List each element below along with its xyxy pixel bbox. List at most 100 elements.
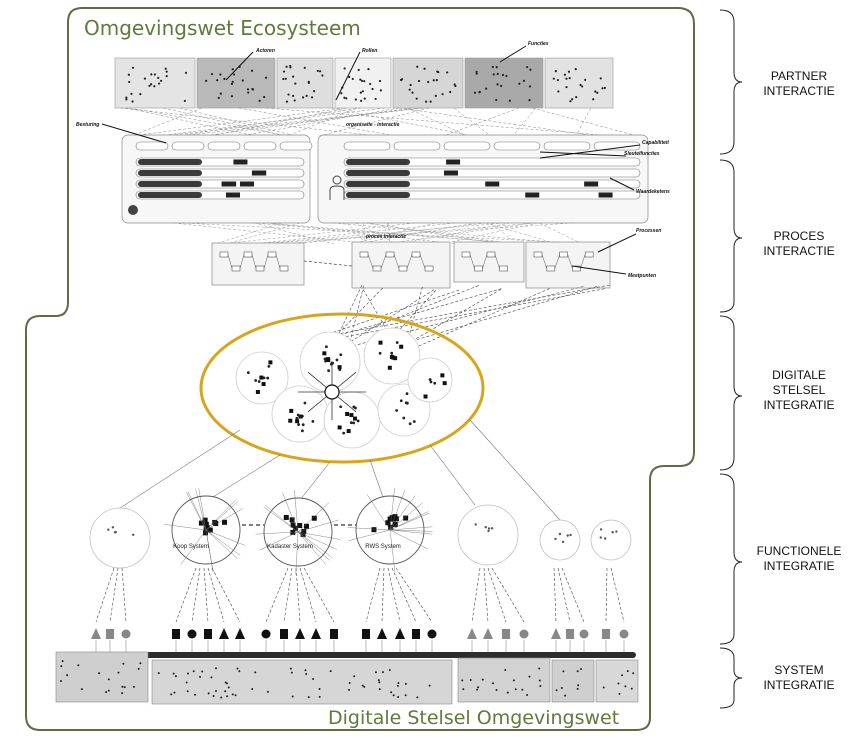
functional-link: [283, 567, 293, 623]
process-step: [372, 265, 382, 272]
system-panels: [55, 651, 639, 705]
functional-link: [121, 567, 127, 623]
panel-dot: [199, 675, 202, 678]
band-line: INTEGRATIE: [763, 398, 835, 412]
actor-dot: [603, 86, 606, 90]
system-icon: [204, 629, 212, 639]
stelsel-node: [346, 429, 351, 434]
panel-dot: [291, 695, 294, 698]
actor-dot: [359, 78, 362, 81]
actor-dot: [219, 92, 222, 95]
actor-dot: [367, 68, 370, 71]
actor-dot: [345, 97, 348, 100]
actor-dot: [357, 68, 360, 72]
panel-dot: [307, 696, 310, 699]
actor-dot: [505, 74, 508, 78]
panel-dot: [172, 672, 175, 675]
stelsel-node: [246, 371, 250, 375]
functional-ray: [205, 501, 238, 531]
stelsel-node: [262, 376, 266, 380]
stelsel-link: [330, 288, 502, 338]
partner-links: [120, 107, 638, 137]
functional-node: [558, 532, 562, 536]
system-icon: [566, 629, 574, 639]
functional-link: [303, 567, 335, 623]
partner-link: [162, 107, 422, 137]
actor-dot: [500, 84, 503, 88]
functional-ray: [255, 531, 299, 535]
functional-node: [385, 520, 391, 526]
functional-ray: [297, 531, 333, 558]
panel-dot: [318, 687, 321, 690]
stelsel-node: [255, 389, 260, 394]
stelsel-link: [328, 289, 460, 335]
actor-dot: [164, 67, 167, 70]
panel-dot: [388, 669, 391, 672]
actor-dot: [205, 79, 208, 82]
panel-dot: [560, 687, 563, 690]
actor-dot: [217, 96, 220, 99]
system-icon: [121, 629, 131, 639]
panel-dot: [377, 679, 380, 682]
actor-dot: [165, 75, 168, 78]
capability-row-label: [138, 192, 202, 198]
stelsel-title: Digitale Stelsel Omgevingswet: [328, 707, 620, 729]
actor-dot: [251, 87, 254, 91]
actor-dot: [571, 98, 574, 101]
process-flow: [263, 254, 269, 269]
process-step: [499, 265, 508, 272]
panel-dot: [170, 693, 173, 696]
capability-panel-left: [121, 134, 313, 224]
capability-marker: [251, 170, 266, 176]
functional-link: [491, 567, 525, 623]
process-link: [265, 222, 524, 245]
label-organisatie-interactie: organisatie - interactie: [346, 122, 400, 128]
process-link: [173, 222, 373, 245]
panel-dot: [212, 695, 215, 698]
stelsel-node: [395, 409, 399, 412]
stelsel-nodes: [246, 340, 447, 435]
system-icon: [579, 629, 589, 639]
capability-pill: [343, 141, 391, 151]
process-step: [243, 251, 253, 258]
actor-dot: [437, 70, 440, 74]
actor-panel-2: [196, 57, 276, 109]
hub-icon: [324, 384, 340, 400]
functional-node: [198, 520, 204, 526]
panel-dot: [122, 662, 125, 665]
stelsel-node: [349, 421, 353, 425]
panel-dot: [98, 672, 101, 675]
stelsel-node: [402, 416, 406, 420]
stelsel-node: [330, 361, 334, 365]
band-digitale-stelsel-integratie: DIGITALE STELSEL INTEGRATIE: [740, 368, 858, 413]
stelsel-link: [379, 290, 437, 352]
panel-dot: [123, 686, 126, 689]
actor-dot: [351, 77, 354, 81]
panel-dot: [361, 684, 364, 687]
functional-link: [207, 567, 225, 623]
stelsel-node: [289, 408, 294, 413]
actor-dot: [159, 79, 163, 82]
stelsel-node: [345, 411, 350, 416]
actor-dot: [411, 91, 414, 94]
actor-dot: [292, 94, 295, 97]
process-flow: [227, 254, 233, 269]
process-flow: [554, 254, 560, 269]
panel-dot: [61, 660, 64, 663]
panel-dot: [186, 672, 189, 675]
process-link: [267, 222, 459, 245]
functional-node: [213, 521, 219, 527]
functional-link: [381, 567, 385, 623]
process-link: [365, 222, 502, 245]
actor-dot: [446, 71, 449, 74]
stelsel-node: [428, 378, 432, 381]
panel-dot: [461, 679, 464, 682]
actor-dot: [343, 67, 346, 70]
capability-marker: [584, 181, 599, 187]
partner-link: [238, 107, 397, 137]
system-icon: [219, 628, 229, 639]
capability-marker: [525, 192, 540, 198]
panel-dot: [618, 692, 621, 695]
functional-link: [203, 567, 209, 623]
functional-link: [483, 567, 489, 623]
